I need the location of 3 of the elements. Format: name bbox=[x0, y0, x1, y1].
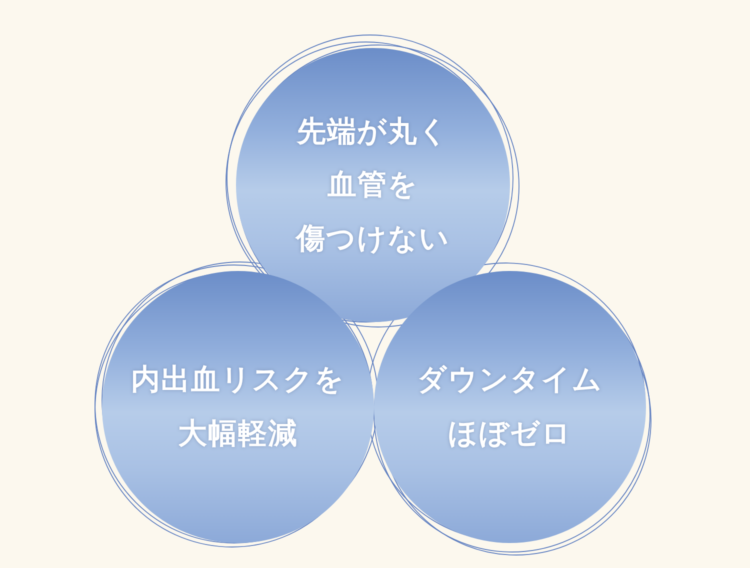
circle-label: 先端が丸く血管を傷つけない bbox=[296, 112, 450, 257]
circle-label: ダウンタイムほぼゼロ bbox=[417, 361, 603, 452]
circle-label: 内出血リスクを大幅軽減 bbox=[131, 361, 345, 452]
